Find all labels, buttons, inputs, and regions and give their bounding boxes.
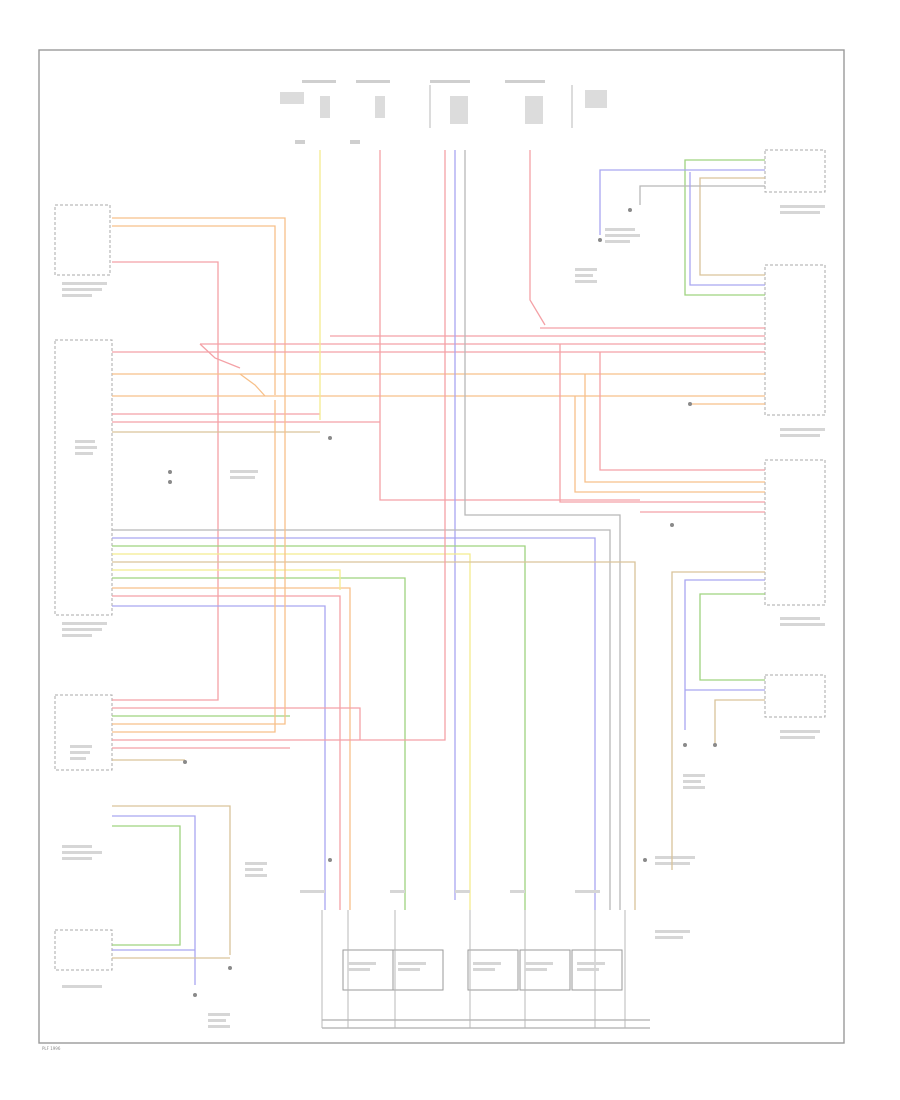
wire-orange-rm1 [584,374,765,483]
wire-blue-bus [112,537,596,910]
wire-orange-rm2 [574,396,765,493]
wire-green-bus [112,545,526,910]
wire-yellow-bus2 [112,569,341,590]
wire-gray-bus [112,529,611,910]
fuse-labels [280,80,607,144]
module-labels [62,205,825,1028]
wire-red-diag [199,343,241,369]
wire-brown-bus [112,561,636,910]
wire-blue-lb [112,815,196,985]
wire-green-bus2 [112,577,406,910]
wire-yellow-bus [112,553,471,910]
wire-blue-rt [599,169,765,235]
wire-blue-rl [684,579,765,730]
wire-red-rm1 [599,352,765,471]
wire-red-rm2 [559,344,765,503]
wire-brown-rl [671,571,765,870]
wire-brown-lb1 [112,805,231,955]
wire-red-bus [112,595,341,910]
module-right-top [764,149,826,193]
wire-blue-bus2 [112,605,326,910]
wire-green-rl [699,593,765,681]
wire-orange-1 [112,217,286,400]
wire-orange-ll2 [112,400,276,733]
wire-brown-rt [699,177,765,276]
actuator-block [300,890,650,1029]
module-right-mid [764,459,826,606]
ground-symbols [168,208,717,997]
footer-code: PLF 1996 [42,1046,61,1051]
wire-red-ll2 [112,150,446,741]
wire-orange-2 [112,225,276,395]
wire-blue-rt2 [689,172,765,286]
wire-red-top-right [529,150,546,326]
wire-orange-bus [112,587,351,910]
wire-gray-ctr [464,150,621,910]
module-right-upper [764,264,826,416]
wire-red-1 [112,261,219,701]
module-left-main [54,339,113,616]
wire-red-ll1 [112,707,361,740]
wire-green-rt [684,159,765,296]
wire-red-ctr [379,150,640,501]
wire-green-lb [112,825,181,946]
wire-brown-rl2 [714,699,765,745]
module-left-lower [54,694,113,771]
module-left-bottom [54,929,113,971]
module-right-lower [764,674,826,718]
wire-orange-diag [239,373,266,397]
diagram-frame [38,49,845,1044]
wire-gray-rt [639,185,765,205]
module-left-upper [54,204,111,276]
wire-orange-ll [112,400,286,725]
